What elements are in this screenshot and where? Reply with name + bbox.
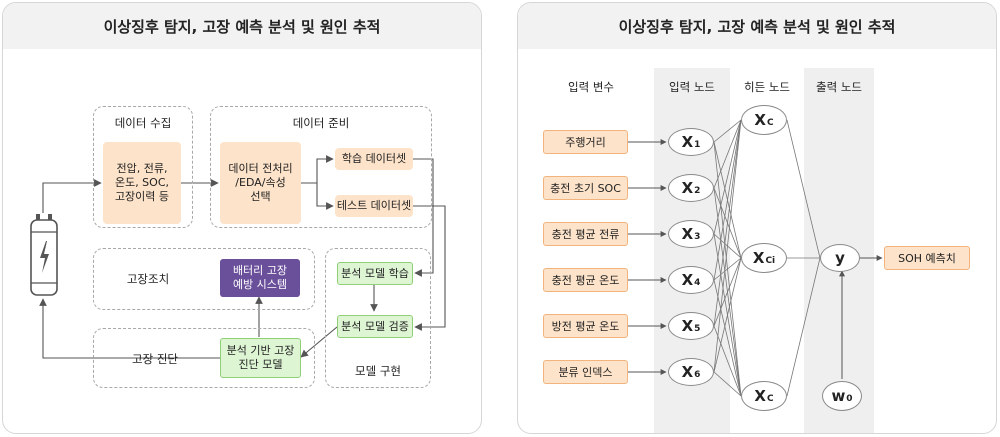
train-set-box: 학습 데이터셋	[335, 148, 413, 170]
right-panel: 이상징후 탐지, 고장 예측 분석 및 원인 추적 입력 변수 입력 노드 히든…	[517, 2, 997, 434]
model-impl-group	[325, 248, 431, 388]
input-var-0: 주행거리	[543, 130, 628, 154]
edge-input-1-hidden-1	[713, 119, 742, 143]
network-edges	[628, 119, 883, 397]
edge-input-5-hidden-2	[713, 257, 742, 327]
edge-input-6-hidden-1	[713, 119, 742, 373]
data-collection-box: 전압, 전류, 온도, SOC, 고장이력 등	[103, 142, 181, 224]
edge-input-3-hidden-1	[713, 119, 742, 235]
edge-input-4-hidden-3	[713, 279, 742, 397]
data-prep-title: 데이터 준비	[292, 116, 350, 130]
fault-diag-label: 고장 진단	[132, 352, 178, 366]
edge-input-5-hidden-1	[713, 119, 742, 327]
output-node-y: y	[820, 244, 860, 272]
model-train-box: 분석 모델 학습	[337, 262, 413, 285]
left-connectors	[39, 155, 446, 359]
input-var-5: 분류 인덱스	[543, 360, 628, 384]
fault-action-label: 고장조치	[126, 272, 170, 286]
header-hidden-nodes: 히든 노드	[744, 80, 790, 94]
data-collection-title: 데이터 수집	[114, 116, 172, 130]
preprocess-text: 데이터 전처리 /EDA/속성 선택	[228, 162, 293, 203]
battery-icon	[29, 213, 59, 297]
input-var-4: 방전 평균 온도	[543, 314, 628, 338]
prevention-system-text: 배터리 고장 예방 시스템	[232, 264, 288, 291]
input-var-2: 충전 평균 전류	[543, 222, 628, 246]
right-panel-title: 이상징후 탐지, 고장 예측 분석 및 원인 추적	[518, 3, 996, 49]
model-verify-box: 분석 모델 검증	[337, 315, 413, 338]
edge-hidden-3-output	[786, 257, 821, 397]
diagnosis-model-text: 분석 기반 고장 진단 모델	[226, 344, 295, 371]
model-impl-label: 모델 구현	[355, 364, 401, 378]
left-panel: 이상징후 탐지, 고장 예측 분석 및 원인 추적	[2, 2, 482, 434]
left-panel-title: 이상징후 탐지, 고장 예측 분석 및 원인 추적	[3, 3, 481, 49]
data-collection-text: 전압, 전류, 온도, SOC, 고장이력 등	[114, 162, 170, 203]
fault-action-group	[93, 248, 315, 310]
edge-input-2-hidden-1	[713, 119, 742, 189]
data-collection-group	[93, 106, 193, 228]
diagnosis-model-box: 분석 기반 고장 진단 모델	[220, 338, 301, 378]
test-set-box: 테스트 데이터셋	[335, 195, 413, 217]
data-prep-group	[210, 106, 432, 228]
input-var-1: 충전 초기 SOC	[543, 176, 628, 200]
edge-hidden-1-output	[786, 119, 821, 259]
prevention-system-box: 배터리 고장 예방 시스템	[220, 259, 300, 297]
header-input-nodes: 입력 노드	[669, 80, 715, 94]
edge-input-6-hidden-2	[713, 257, 742, 373]
header-output-nodes: 출력 노드	[816, 80, 862, 94]
edge-input-6-hidden-3	[713, 371, 742, 397]
input-var-3: 충전 평균 온도	[543, 268, 628, 292]
soh-prediction-box: SOH 예측치	[884, 246, 970, 270]
edge-input-4-hidden-1	[713, 119, 742, 281]
preprocess-box: 데이터 전처리 /EDA/속성 선택	[220, 142, 301, 224]
edge-input-4-hidden-2	[713, 257, 742, 281]
header-input-vars: 입력 변수	[568, 80, 614, 94]
fault-diag-group	[93, 328, 315, 388]
edge-input-5-hidden-3	[713, 325, 742, 397]
